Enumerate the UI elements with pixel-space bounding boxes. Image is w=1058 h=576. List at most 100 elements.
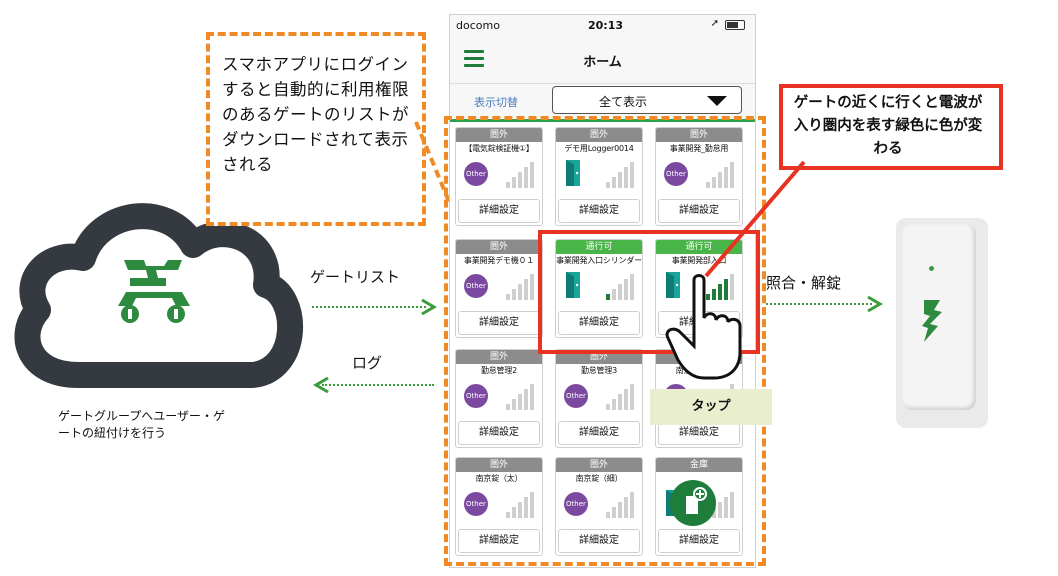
gate-name: 【電気錠検証機①】: [464, 144, 534, 153]
label-gatelist: ゲートリスト: [310, 268, 401, 286]
signal-bar: [606, 404, 610, 410]
status-bar: docomo 20:13 ➚: [450, 15, 755, 35]
gate-card[interactable]: 通行可事業開発入口シリンダー詳細設定: [555, 239, 643, 338]
gate-name: 南京錠（太）: [475, 474, 523, 483]
signal-bar: [618, 502, 622, 518]
arrow-right-icon: [867, 295, 883, 313]
gate-status: 圏外: [456, 128, 542, 142]
signal-icon: [606, 272, 638, 300]
signal-bar: [606, 182, 610, 188]
gate-name: 勤怠管理2: [480, 366, 518, 375]
signal-bar: [530, 384, 534, 410]
in-range-highlight: [538, 230, 760, 354]
location-icon: ➚: [710, 18, 719, 29]
filter-bar: 表示切替 全て表示: [450, 84, 755, 118]
menu-icon[interactable]: [464, 50, 484, 67]
add-door-icon: [686, 487, 707, 514]
detail-settings-button[interactable]: 詳細設定: [658, 529, 740, 553]
signal-bar: [512, 177, 516, 188]
gate-type-icon: Other: [464, 492, 488, 516]
callout-pointer: [414, 121, 452, 205]
signal-icon: [606, 490, 638, 518]
door-icon: [566, 160, 580, 186]
door-icon: [666, 272, 680, 298]
gate-status: 通行可: [556, 240, 642, 254]
gate-type-icon: Other: [564, 492, 588, 516]
battery-icon: [725, 20, 745, 30]
gate-name: デモ用Logger0014: [564, 144, 634, 153]
signal-bar: [512, 289, 516, 300]
carrier: docomo: [456, 19, 500, 32]
gate-type-icon: Other: [664, 162, 688, 186]
signal-icon: [506, 272, 538, 300]
detail-settings-button[interactable]: 詳細設定: [558, 199, 640, 223]
signal-bar: [518, 502, 522, 518]
signal-bar: [518, 394, 522, 410]
page-title: ホーム: [583, 55, 622, 70]
filter-value: 全て表示: [599, 95, 648, 109]
signal-bar: [506, 512, 510, 518]
logo-icon: [118, 260, 190, 323]
callout-download-text: スマホアプリにログインすると自動的に利用権限のあるゲートのリストがダウンロードさ…: [222, 55, 409, 174]
arrow-unlock: [766, 303, 872, 305]
detail-settings-button[interactable]: 詳細設定: [458, 199, 540, 223]
divider: [450, 119, 755, 122]
signal-bar: [524, 167, 528, 188]
filter-select[interactable]: 全て表示: [552, 86, 742, 114]
detail-settings-button[interactable]: 詳細設定: [658, 199, 740, 223]
gate-status: 圏外: [656, 128, 742, 142]
signal-bar: [512, 507, 516, 518]
add-gate-button[interactable]: [670, 480, 716, 526]
detail-settings-button[interactable]: 詳細設定: [558, 421, 640, 445]
signal-bar: [530, 162, 534, 188]
arrow-right-icon: [421, 298, 437, 316]
detail-settings-button[interactable]: 詳細設定: [558, 311, 640, 335]
callout-in-range: [779, 84, 1003, 170]
gate-status: 圏外: [456, 350, 542, 364]
signal-bar: [706, 182, 710, 188]
phone-screen: docomo 20:13 ➚ ホーム 表示切替 全て表示 圏外【電気錠検証機①】…: [449, 14, 756, 568]
detail-settings-button[interactable]: 詳細設定: [458, 529, 540, 553]
gate-status: 金庫: [656, 458, 742, 472]
signal-bar: [530, 492, 534, 518]
signal-bar: [618, 172, 622, 188]
signal-bar: [718, 284, 722, 300]
signal-bar: [724, 497, 728, 518]
signal-bar: [506, 182, 510, 188]
signal-icon: [606, 382, 638, 410]
signal-icon: [506, 160, 538, 188]
reader-led: [929, 266, 934, 271]
gate-status: 圏外: [456, 240, 542, 254]
reader-logo-icon: [922, 300, 942, 342]
gate-type-icon: Other: [564, 384, 588, 408]
signal-bar: [630, 162, 634, 188]
signal-bar: [612, 177, 616, 188]
signal-icon: [606, 160, 638, 188]
signal-bar: [724, 167, 728, 188]
gate-card[interactable]: 圏外【電気錠検証機①】 Other 詳細設定: [455, 127, 543, 226]
signal-icon: [706, 160, 738, 188]
detail-settings-button[interactable]: 詳細設定: [558, 529, 640, 553]
signal-bar: [712, 507, 716, 518]
signal-bar: [730, 274, 734, 300]
chevron-down-icon: [707, 96, 727, 106]
signal-bar: [730, 492, 734, 518]
signal-bar: [612, 289, 616, 300]
callout-pointer: [704, 160, 806, 278]
detail-settings-button[interactable]: 詳細設定: [458, 421, 540, 445]
gate-list-highlight: [444, 116, 766, 566]
signal-bar: [624, 497, 628, 518]
signal-bar: [524, 389, 528, 410]
gate-type-icon: Other: [464, 384, 488, 408]
signal-bar: [718, 502, 722, 518]
gate-name: 勤怠管理3: [580, 366, 618, 375]
gate-type-icon: Other: [464, 162, 488, 186]
filter-label[interactable]: 表示切替: [474, 96, 518, 109]
